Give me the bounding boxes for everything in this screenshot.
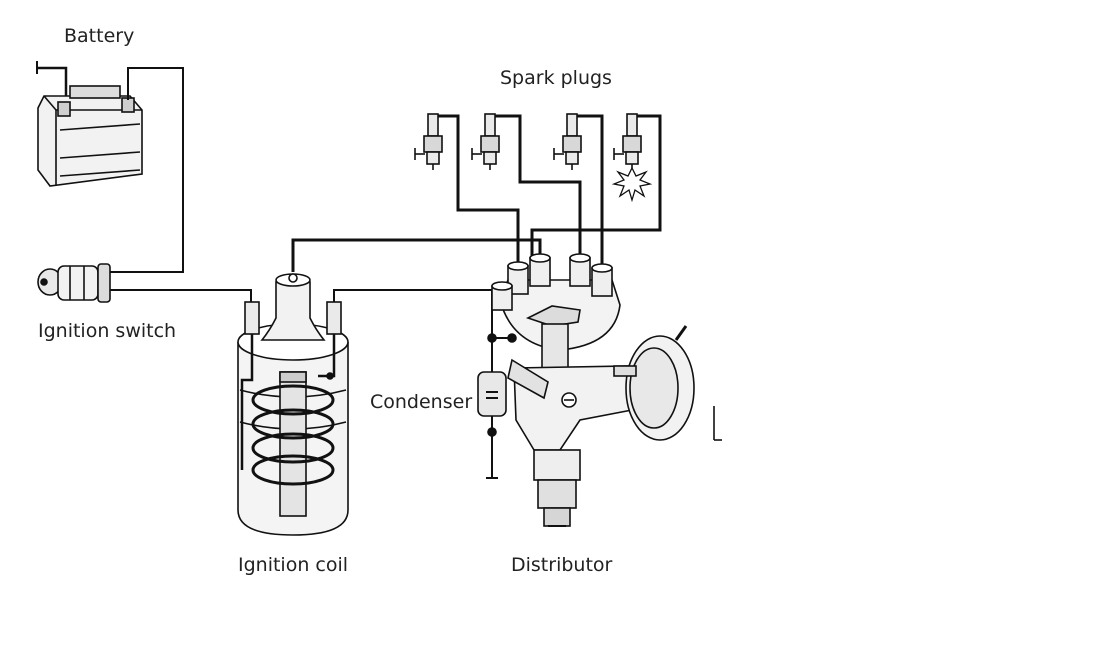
- distributor-icon: [491, 253, 722, 527]
- battery-label: Battery: [64, 25, 135, 47]
- ignition-coil-label: Ignition coil: [238, 554, 349, 576]
- spark-plugs-label: Spark plugs: [500, 67, 612, 89]
- distributor-label: Distributor: [511, 554, 613, 576]
- condenser-label: Condenser: [370, 391, 473, 413]
- battery-icon: [36, 61, 184, 273]
- ht-leads: [291, 114, 662, 272]
- spark-plugs-icon: [414, 113, 653, 203]
- ignition-switch-icon: [37, 263, 252, 305]
- ignition-coil-icon: [237, 273, 349, 536]
- ignition-switch-label: Ignition switch: [38, 320, 177, 342]
- condenser-icon: [477, 333, 517, 479]
